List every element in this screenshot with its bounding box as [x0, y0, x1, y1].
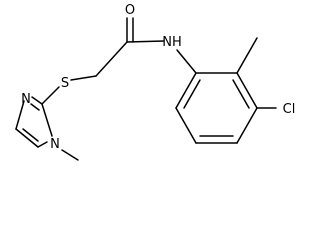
bond-nh-aryl: [176, 49, 197, 74]
atom-label-imidazole-n1: N: [50, 137, 60, 152]
bond-c2-n3: [31, 96, 43, 105]
atom-label-sulfur: S: [61, 76, 69, 91]
molecule-structure: O NH S N N Cl: [15, 3, 296, 161]
bond-c2-s: [41, 86, 60, 105]
bond-carbonyl-nh: [126, 40, 165, 43]
atom-label-chlorine: Cl: [283, 102, 296, 117]
bond-n3-c4: [15, 100, 25, 130]
bond-ar-c6-c1-inner: [183, 79, 201, 109]
bond-ar-c2-c3: [236, 72, 258, 109]
bond-ar-c6-c1: [175, 72, 197, 109]
bond-c5-n1: [37, 141, 48, 148]
bond-ar-c3-c4: [236, 107, 258, 144]
bond-c4-c5-inner: [22, 128, 39, 142]
bond-n1-c2: [41, 103, 53, 137]
bond-c4-c5: [15, 128, 39, 148]
bond-ar-c2-c3-inner: [232, 79, 250, 109]
atom-label-oxygen: O: [125, 3, 135, 18]
bond-ch2-carbonyl: [95, 41, 128, 77]
bond-n1-methyl: [61, 149, 79, 161]
bond-s-ch2: [70, 75, 97, 81]
atom-label-imidazole-n3: N: [21, 92, 31, 107]
atom-label-amide-nitrogen: NH: [162, 35, 182, 50]
bond-c2-n3-inner: [30, 103, 40, 111]
bond-ar-c5-c6: [175, 107, 197, 144]
bond-ar-methyl: [236, 37, 258, 74]
